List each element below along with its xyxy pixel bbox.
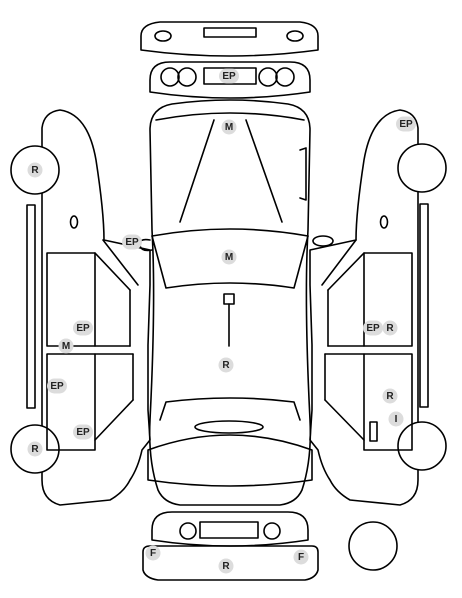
marker-label: F	[298, 552, 304, 563]
damage-marker-ep-right-front-door[interactable]: EP	[363, 320, 383, 336]
marker-label: R	[31, 165, 39, 176]
marker-badge	[73, 320, 93, 336]
marker-badge	[382, 388, 398, 404]
damage-marker-r-rear-bumper[interactable]: R	[218, 558, 234, 574]
marker-label: EP	[76, 427, 90, 438]
marker-badge	[388, 411, 404, 427]
marker-badge	[293, 549, 309, 565]
marker-label: F	[150, 548, 156, 559]
rear-view	[142, 511, 319, 581]
damage-marker-ep-left-front-door[interactable]: EP	[73, 320, 93, 336]
marker-badge	[27, 441, 43, 457]
marker-badge	[363, 320, 383, 336]
marker-label: M	[62, 341, 70, 352]
marker-label: R	[386, 391, 394, 402]
damage-marker-r-right-rear-door[interactable]: R	[382, 388, 398, 404]
spare-wheel	[348, 521, 398, 571]
damage-marker-ep-front-grille[interactable]: EP	[219, 68, 239, 84]
damage-marker-r-left-front-wheel[interactable]: R	[27, 162, 43, 178]
damage-marker-ep-left-mirror[interactable]: EP	[122, 234, 142, 250]
damage-marker-i-right-rear[interactable]: I	[388, 411, 404, 427]
right-side-view	[309, 109, 447, 506]
marker-badge	[396, 116, 416, 132]
damage-marker-m-left-sill[interactable]: M	[58, 338, 74, 354]
damage-marker-m-hood[interactable]: M	[221, 119, 237, 135]
damage-marker-f-rear-left[interactable]: F	[145, 545, 161, 561]
marker-badge	[73, 424, 93, 440]
damage-markers: EP M EP M R R EP M EP EP R EP EP R R I F R F	[27, 68, 416, 574]
marker-label: M	[225, 122, 233, 133]
marker-badge	[122, 234, 142, 250]
marker-label: EP	[399, 119, 413, 130]
marker-label: EP	[125, 237, 139, 248]
damage-marker-r-right-front-door[interactable]: R	[382, 320, 398, 336]
marker-badge	[382, 320, 398, 336]
marker-label: R	[222, 360, 230, 371]
marker-badge	[145, 545, 161, 561]
marker-label: EP	[222, 71, 236, 82]
marker-label: R	[31, 444, 39, 455]
damage-marker-f-rear-right[interactable]: F	[293, 549, 309, 565]
marker-label: M	[225, 252, 233, 263]
marker-label: I	[395, 414, 398, 425]
damage-marker-m-roof[interactable]: M	[221, 249, 237, 265]
marker-badge	[218, 558, 234, 574]
marker-badge	[221, 249, 237, 265]
damage-marker-ep-left-rear-lower[interactable]: EP	[73, 424, 93, 440]
damage-marker-ep-right-front-top[interactable]: EP	[396, 116, 416, 132]
marker-label: EP	[76, 323, 90, 334]
damage-marker-r-left-rear-wheel[interactable]: R	[27, 441, 43, 457]
top-view	[138, 99, 334, 506]
damage-marker-ep-left-rear-door[interactable]: EP	[47, 378, 67, 394]
marker-label: R	[222, 561, 230, 572]
marker-label: R	[386, 323, 394, 334]
front-view	[140, 21, 319, 99]
marker-badge	[219, 68, 239, 84]
marker-label: EP	[366, 323, 380, 334]
damage-marker-r-rear-deck[interactable]: R	[218, 357, 234, 373]
marker-badge	[27, 162, 43, 178]
marker-badge	[221, 119, 237, 135]
marker-badge	[47, 378, 67, 394]
marker-label: EP	[50, 381, 64, 392]
marker-badge	[218, 357, 234, 373]
marker-badge	[58, 338, 74, 354]
